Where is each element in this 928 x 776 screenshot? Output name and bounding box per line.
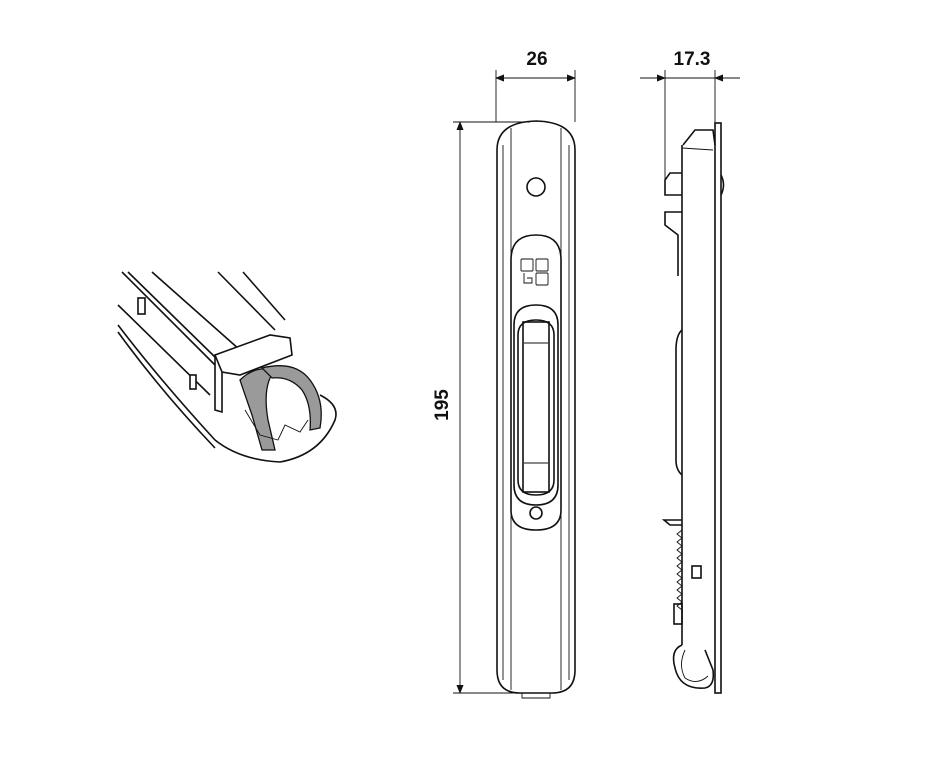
width-dimension: 26 bbox=[495, 49, 576, 122]
depth-dimension-label: 17.3 bbox=[674, 49, 711, 70]
depth-dimension: 17.3 bbox=[640, 49, 740, 180]
mounting-hole-icon bbox=[526, 177, 546, 197]
side-view bbox=[661, 122, 725, 694]
width-dimension-label: 26 bbox=[526, 49, 547, 70]
height-dimension: 195 bbox=[432, 121, 530, 694]
logo-icon bbox=[520, 258, 549, 286]
perspective-view bbox=[117, 271, 337, 463]
front-view bbox=[496, 120, 576, 699]
height-dimension-label: 195 bbox=[432, 389, 453, 421]
